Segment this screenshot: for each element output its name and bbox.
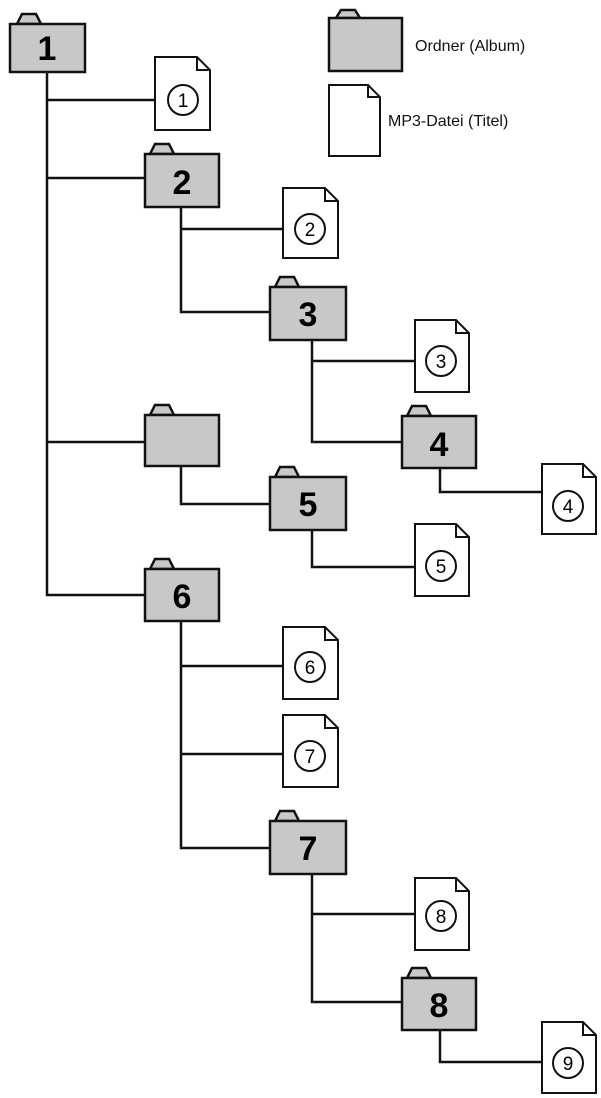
folder-5-label: 5	[299, 486, 318, 524]
folder-4-icon: 4	[400, 404, 478, 470]
file-9-label: 9	[563, 1054, 574, 1075]
tree-connectors	[45, 70, 542, 1064]
legend-file-label: MP3-Datei (Titel)	[388, 113, 508, 130]
file-2-icon: 2	[282, 187, 339, 259]
folder-6-label: 6	[173, 578, 192, 616]
file-4-label: 4	[563, 497, 574, 518]
legend-folder-icon	[327, 8, 404, 73]
folder-7-label: 7	[299, 830, 318, 868]
folder-3-label: 3	[299, 296, 318, 334]
folder-3-icon: 3	[268, 275, 348, 342]
folder-4-label: 4	[430, 426, 449, 464]
folder-5-icon: 5	[268, 465, 348, 532]
file-3-label: 3	[436, 352, 447, 373]
file-5-label: 5	[436, 557, 447, 578]
folder-1-label: 1	[38, 30, 57, 68]
file-1-label: 1	[178, 91, 189, 112]
folder-blank-icon	[143, 403, 221, 468]
file-6-label: 6	[305, 658, 316, 679]
folder-8-icon: 8	[400, 966, 478, 1032]
folder-2-icon: 2	[143, 142, 221, 209]
file-1-icon: 1	[154, 56, 211, 131]
file-8-label: 8	[436, 907, 447, 928]
file-7-label: 7	[305, 747, 316, 768]
legend-file-icon	[328, 84, 381, 157]
folder-1-icon: 1	[8, 12, 87, 74]
file-7-icon: 7	[282, 714, 339, 788]
file-2-label: 2	[305, 220, 316, 241]
file-4-icon: 4	[541, 463, 597, 535]
file-3-icon: 3	[414, 319, 470, 393]
file-8-icon: 8	[414, 877, 470, 951]
folder-8-label: 8	[430, 987, 449, 1025]
file-5-icon: 5	[414, 523, 470, 597]
folder-2-label: 2	[173, 164, 192, 202]
folder-7-icon: 7	[268, 809, 348, 876]
file-9-icon: 9	[541, 1021, 597, 1094]
legend-folder-label: Ordner (Album)	[415, 38, 525, 55]
file-6-icon: 6	[282, 626, 339, 700]
folder-6-icon: 6	[143, 557, 221, 623]
